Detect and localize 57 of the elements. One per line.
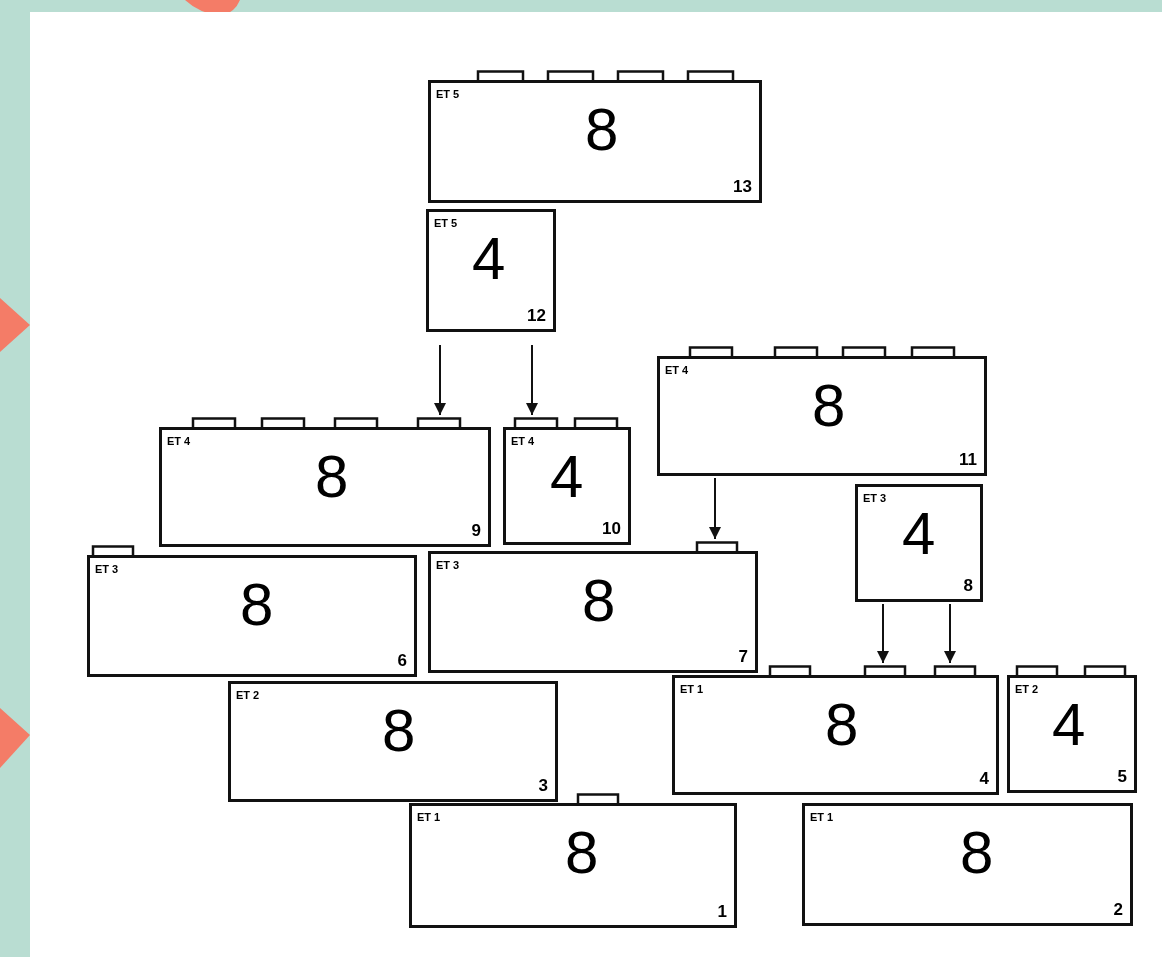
stud-count: 4 [902, 504, 936, 564]
brick-number: 10 [602, 520, 621, 537]
brick [426, 209, 556, 332]
stud-count: 8 [825, 695, 859, 755]
stage-label: ET 3 [95, 563, 119, 575]
stage-label: ET 3 [436, 559, 460, 571]
brick [802, 803, 1133, 926]
arrow [944, 603, 956, 664]
stud-count: 4 [1052, 695, 1086, 755]
stud-count: 8 [240, 575, 274, 635]
brick-number: 6 [397, 652, 407, 669]
arrow [526, 344, 538, 416]
stage-label: ET 3 [863, 492, 887, 504]
brick-number: 8 [963, 577, 973, 594]
stage-label: ET 5 [434, 217, 458, 229]
stud-count: 8 [565, 823, 599, 883]
stage-label: ET 2 [236, 689, 260, 701]
stud-count: 8 [382, 701, 416, 761]
brick [428, 541, 758, 673]
brick-number: 3 [538, 777, 548, 794]
stage-label: ET 2 [1015, 683, 1039, 695]
brick-number: 12 [527, 307, 546, 324]
brick-number: 7 [738, 648, 748, 665]
stud-count: 4 [550, 447, 584, 507]
brick [672, 665, 999, 795]
brick-number: 4 [979, 770, 989, 787]
stud-count: 8 [812, 376, 846, 436]
stage-label: ET 1 [417, 811, 441, 823]
arrow [709, 477, 721, 540]
brick-number: 1 [717, 903, 727, 920]
arrow [877, 603, 889, 664]
brick [428, 70, 762, 203]
stage-label: ET 5 [436, 88, 460, 100]
brick [503, 417, 631, 545]
stud-count: 8 [960, 823, 994, 883]
arrow [434, 344, 446, 416]
brick [409, 793, 737, 928]
stud-count: 8 [582, 571, 616, 631]
stud-count: 8 [585, 100, 619, 160]
brick [657, 346, 987, 476]
brick-number: 2 [1113, 901, 1123, 918]
stage-label: ET 4 [167, 435, 191, 447]
brick [1007, 665, 1137, 793]
stage-label: ET 1 [810, 811, 834, 823]
brick [87, 545, 417, 677]
stage-label: ET 4 [511, 435, 535, 447]
stud-count: 8 [315, 447, 349, 507]
stage-label: ET 1 [680, 683, 704, 695]
brick-number: 11 [959, 451, 977, 468]
stud-count: 4 [472, 229, 506, 289]
brick [855, 484, 983, 602]
brick [159, 417, 491, 547]
brick-number: 9 [471, 522, 481, 539]
brick-number: 5 [1117, 768, 1127, 785]
stage-label: ET 4 [665, 364, 689, 376]
brick [228, 681, 558, 802]
brick-number: 13 [733, 178, 752, 195]
